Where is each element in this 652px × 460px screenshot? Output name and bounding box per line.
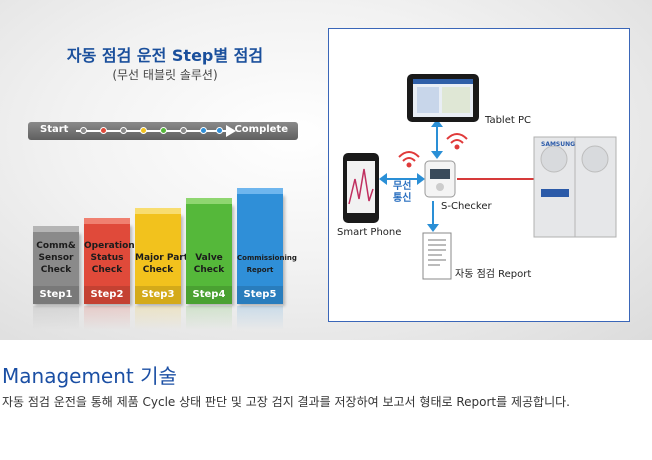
step-block-top xyxy=(186,198,232,204)
step-label: Valve Check xyxy=(193,253,225,275)
arrow-down-icon xyxy=(427,224,439,232)
step-number: Step3 xyxy=(135,286,181,304)
section-title: Management 기술 xyxy=(2,364,177,388)
progress-dot xyxy=(140,127,147,134)
step-reflection xyxy=(237,306,283,330)
progress-dot xyxy=(160,127,167,134)
step-reflection xyxy=(186,306,232,330)
arrow-left-icon xyxy=(379,173,387,185)
progress-dot xyxy=(80,127,87,134)
report-label: 자동 점검 Report xyxy=(455,269,532,280)
step-number: Step5 xyxy=(237,286,283,304)
step-number: Step4 xyxy=(186,286,232,304)
progress-start-label: Start xyxy=(40,124,69,135)
arrow-up-icon xyxy=(431,119,443,127)
progress-end-label: Complete xyxy=(234,124,288,135)
step-block-top xyxy=(84,218,130,224)
step-number: Step1 xyxy=(33,286,79,304)
step-label: Major Parts Check xyxy=(135,253,194,275)
s-checker-device-icon xyxy=(424,160,456,198)
step-label: Comm& Sensor Check xyxy=(36,241,76,275)
step-block-top xyxy=(33,226,79,232)
step-number: Step2 xyxy=(84,286,130,304)
outdoor-unit-icon xyxy=(533,136,617,238)
progress-dot xyxy=(180,127,187,134)
step-label: Operation Status Check xyxy=(84,241,135,275)
diagram-graphics xyxy=(343,74,617,280)
system-diagram: Tablet PC Smart Phone 무선 통신 S-Checker 자동… xyxy=(328,28,630,322)
progress-dot xyxy=(200,127,207,134)
progress-arrow-icon xyxy=(226,125,236,137)
progress-bar: Start Complete xyxy=(28,122,298,140)
wireless-icon xyxy=(398,151,420,168)
smart-phone-icon xyxy=(343,153,379,223)
tablet-icon xyxy=(407,74,479,122)
s-checker-label: S-Checker xyxy=(441,201,492,212)
step-reflection xyxy=(33,306,79,330)
progress-dot xyxy=(216,127,223,134)
wireless-icon xyxy=(446,133,468,150)
progress-dot xyxy=(120,127,127,134)
steps-title: 자동 점검 운전 Step별 점검 xyxy=(66,46,264,65)
progress-dot xyxy=(100,127,107,134)
step-block-top xyxy=(135,208,181,214)
step-block-top xyxy=(237,188,283,194)
smart-phone-label: Smart Phone xyxy=(337,227,402,238)
progress-line xyxy=(76,130,226,132)
section-description: 자동 점검 운전을 통해 제품 Cycle 상태 판단 및 고장 검지 결과를 … xyxy=(2,395,570,409)
wireless-label: 무선 통신 xyxy=(393,181,412,204)
report-document-icon xyxy=(422,232,452,280)
tablet-label: Tablet PC xyxy=(485,115,531,126)
arrow-right-icon xyxy=(417,173,425,185)
steps-subtitle: (무선 태블릿 솔루션) xyxy=(112,68,218,82)
step-reflection xyxy=(84,306,130,330)
step-label: Commissioning Report xyxy=(237,254,297,274)
step-reflection xyxy=(135,306,181,330)
unit-brand-label: SAMSUNG xyxy=(541,141,576,148)
arrow-down-icon xyxy=(431,151,443,159)
